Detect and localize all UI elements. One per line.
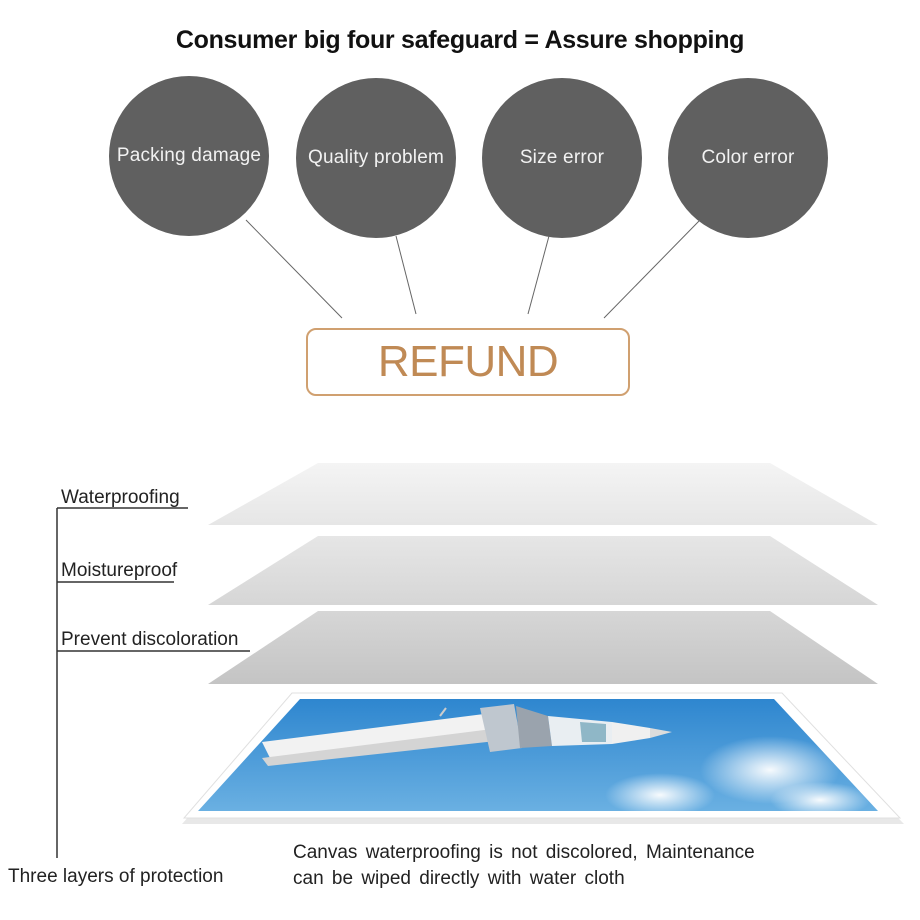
caption-line: Canvas waterproofing is not discolored, … <box>293 842 755 863</box>
refund-label: REFUND <box>377 337 559 386</box>
safeguard-size-error: Size error <box>482 78 642 238</box>
canvas-caption: Canvas waterproofing is not discolored, … <box>293 840 755 892</box>
connector-line <box>527 235 550 315</box>
layer-label-prevent-discoloration: Prevent discoloration <box>61 629 239 650</box>
layer-waterproofing <box>208 463 878 525</box>
layer-moistureproof <box>208 536 878 605</box>
safeguard-quality-problem: Quality problem <box>296 78 456 238</box>
cloud <box>605 773 715 817</box>
layer-prevent-discoloration <box>208 611 878 684</box>
connector-line <box>395 235 417 315</box>
page-title: Consumer big four safeguard = Assure sho… <box>175 26 745 54</box>
safeguard-color-error: Color error <box>668 78 828 238</box>
safeguard-label: Packing damage <box>116 145 262 166</box>
safeguard-label: Quality problem <box>307 147 445 168</box>
layer-label-moistureproof: Moistureproof <box>61 560 178 581</box>
safeguard-packing-damage: Packing damage <box>109 76 269 236</box>
layer-label-waterproofing: Waterproofing <box>61 487 180 508</box>
caption-line: can be wiped directly with water cloth <box>293 868 625 889</box>
safeguard-label: Color error <box>701 147 795 168</box>
safeguard-label: Size error <box>519 147 605 168</box>
refund-box: REFUND <box>306 328 630 396</box>
three-layers-label: Three layers of protection <box>8 866 224 887</box>
connector-line <box>245 219 343 319</box>
rocket-illustration <box>262 704 672 766</box>
connector-line <box>603 219 701 319</box>
cloud <box>770 782 870 818</box>
